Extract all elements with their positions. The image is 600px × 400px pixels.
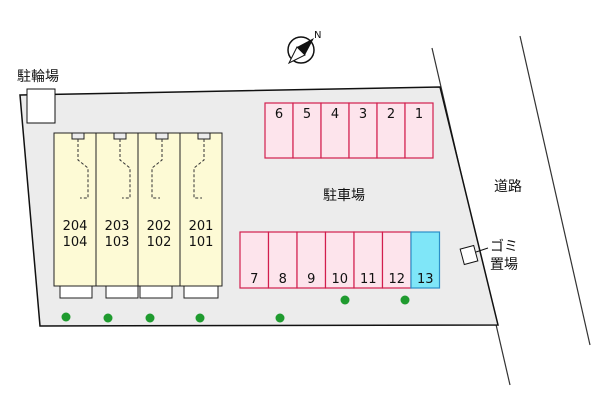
parking-stall [264, 102, 294, 159]
tree-marker [195, 313, 205, 323]
parking-row-top [264, 102, 434, 159]
unit-upper-number: 203 [104, 219, 130, 234]
tree-marker [275, 313, 285, 323]
parking-stall-number: 9 [307, 272, 316, 287]
trees [61, 295, 410, 323]
parking-stall [376, 102, 406, 159]
parking-stall [239, 231, 270, 289]
parking-stall-number: 1 [414, 107, 424, 122]
parking-stall-number: 10 [331, 272, 349, 287]
unit-upper-number: 204 [62, 219, 88, 234]
parking-stall-number: 4 [330, 107, 340, 122]
parking-stall-number: 3 [358, 107, 368, 122]
parking-stall-number: 5 [302, 107, 312, 122]
parking-stall-number: 11 [359, 272, 377, 287]
parking-stall [381, 231, 412, 289]
north-compass-icon: N [287, 30, 321, 65]
north-marker: N [314, 30, 321, 41]
parking-stall [353, 231, 384, 289]
unit-lower-number: 101 [188, 235, 214, 250]
parking-lot-label: 駐車場 [323, 188, 365, 204]
garbage-label-line2: 置場 [490, 257, 518, 273]
tree-marker [61, 312, 71, 322]
unit-label: 204 104 [54, 219, 96, 251]
road-edge-line-right [519, 35, 591, 346]
tree-marker [340, 295, 350, 305]
parking-stall [404, 102, 434, 159]
tree-marker [103, 313, 113, 323]
unit-lower-number: 104 [62, 235, 88, 250]
unit-upper-number: 202 [146, 219, 172, 234]
unit-lower-number: 102 [146, 235, 172, 250]
bicycle-parking-label: 駐輪場 [17, 69, 59, 85]
parking-stall [296, 231, 327, 289]
apartment-building [53, 132, 223, 299]
bicycle-shed [26, 88, 56, 124]
parking-stall-number: 8 [278, 272, 287, 287]
parking-stall-number: 6 [274, 107, 284, 122]
parking-stall-highlighted [410, 231, 441, 289]
parking-stall-number: 13 [416, 272, 434, 287]
garbage-area [459, 244, 489, 266]
road-label: 道路 [494, 179, 522, 195]
unit-label: 201 101 [180, 219, 222, 251]
unit-upper-number: 201 [188, 219, 214, 234]
unit-lower-number: 103 [104, 235, 130, 250]
parking-stall-number: 12 [388, 272, 406, 287]
tree-marker [145, 313, 155, 323]
parking-stall-number: 2 [386, 107, 396, 122]
parking-row-bottom [239, 231, 441, 289]
parking-stall-number: 7 [250, 272, 259, 287]
tree-marker [400, 295, 410, 305]
garbage-label-line1: ゴミ [490, 239, 518, 255]
unit-label: 202 102 [138, 219, 180, 251]
unit-label: 203 103 [96, 219, 138, 251]
parking-stall [348, 102, 378, 159]
parking-stall [292, 102, 322, 159]
